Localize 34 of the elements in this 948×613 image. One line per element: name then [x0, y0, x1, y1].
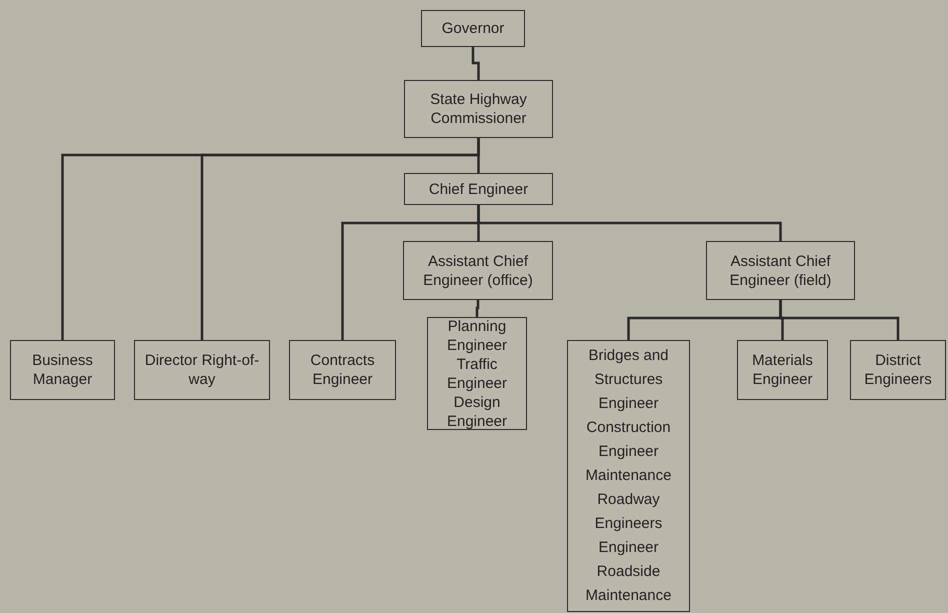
- role-label: Governor: [442, 19, 504, 38]
- org-box: [421, 10, 525, 47]
- org-box: [427, 317, 527, 430]
- role-label: Assistant Chief Engineer (field): [728, 252, 832, 290]
- role-label: Construction Engineer: [585, 418, 672, 462]
- connector-line: [472, 47, 480, 80]
- role-label: Business Manager: [31, 351, 94, 389]
- org-box: [289, 340, 396, 400]
- org-box: [134, 340, 270, 400]
- role-label: Chief Engineer: [428, 180, 528, 198]
- role-label: District Engineers: [863, 351, 933, 389]
- role-label: Maintenance Roadway Engineers: [584, 466, 672, 534]
- role-label: Contracts Engineer: [309, 351, 376, 389]
- org-box: [403, 241, 553, 300]
- org-box: [737, 340, 828, 400]
- role-label: Design Engineer: [446, 392, 508, 430]
- role-label: Engineer Roadside Maintenance: [584, 538, 672, 606]
- role-label: State Highway Commissioner: [429, 90, 528, 128]
- role-label: Assistant Chief Engineer (office): [422, 252, 534, 290]
- connector-line: [476, 300, 480, 317]
- org-box: [706, 241, 855, 300]
- org-box: [404, 173, 553, 205]
- connector-line: [477, 205, 782, 241]
- connector-line: [779, 300, 900, 340]
- role-label: Director Right-of-way: [144, 351, 260, 389]
- role-label: Materials Engineer: [751, 351, 814, 389]
- role-label: Bridges and Structures Engineer: [587, 346, 670, 414]
- role-label: Traffic Engineer: [446, 354, 508, 392]
- org-box: [404, 80, 553, 138]
- org-box: [10, 340, 115, 400]
- role-label: Planning Engineer: [446, 316, 508, 354]
- org-box: [567, 340, 690, 612]
- org-box: [850, 340, 946, 400]
- connector-line: [200, 138, 480, 340]
